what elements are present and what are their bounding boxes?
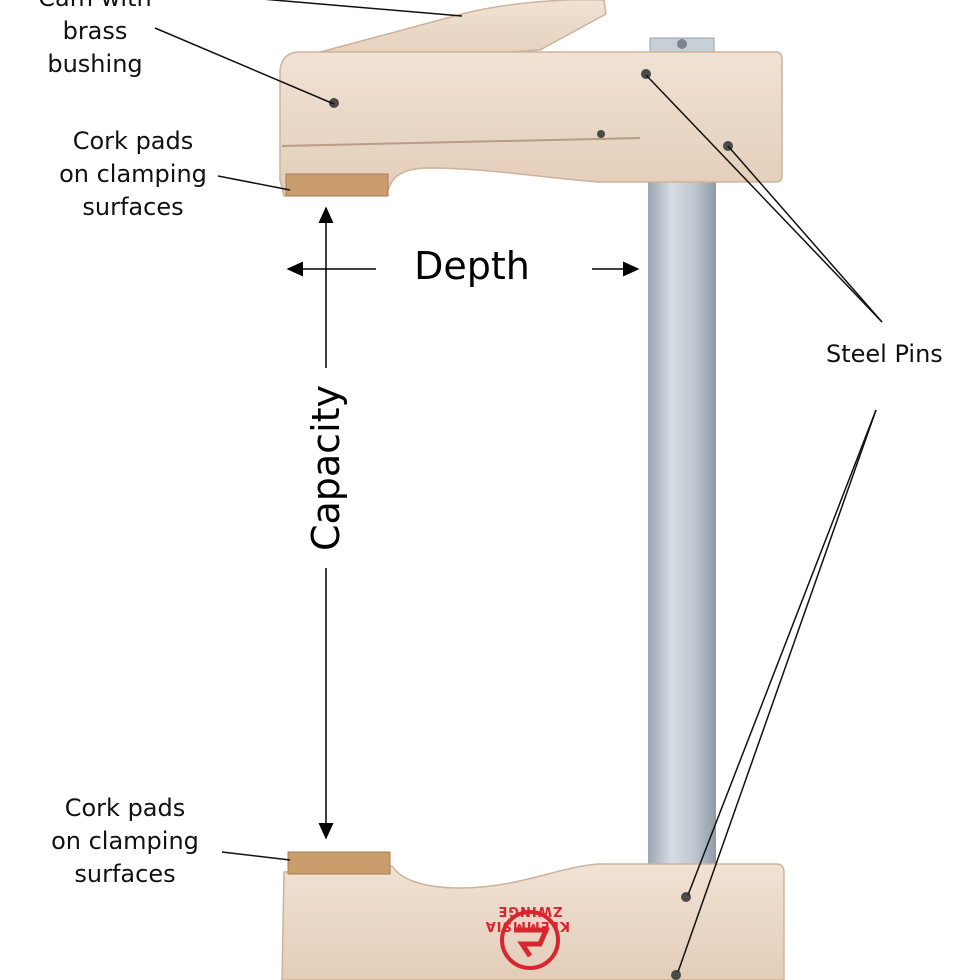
label-cork-top-line-2: on clamping	[59, 160, 207, 188]
leader-cork-bottom	[221, 851, 291, 861]
logo-mark-icon	[514, 927, 550, 958]
logo-brand-text: KLEMMSIA ZWINGE	[484, 903, 570, 933]
cork-pad-top	[285, 173, 389, 197]
logo-emblem	[500, 910, 560, 970]
label-cork-top-line-3: surfaces	[82, 193, 184, 221]
cork-pad-bottom	[287, 851, 391, 875]
label-cam-line-2: brass	[62, 17, 128, 45]
cam-lever	[296, 0, 607, 67]
leader-steel-1	[645, 74, 883, 323]
label-cork-top-line-1: Cork pads	[72, 127, 194, 155]
leader-steel-4	[677, 409, 877, 973]
leader-cam	[264, 0, 463, 17]
pin-lower-1	[681, 892, 691, 902]
label-cork-pads-top: Cork pads on clamping surfaces	[48, 125, 218, 224]
label-cork-bottom-line-2: on clamping	[51, 827, 199, 855]
label-cork-pads-bottom: Cork pads on clamping surfaces	[40, 792, 210, 891]
upper-jaw	[279, 51, 783, 197]
steel-bar-top-knob	[677, 39, 687, 49]
leader-cork-top	[217, 175, 291, 191]
label-cam-bushing: Cam with brass bushing	[20, 0, 170, 81]
leader-steel-3	[687, 409, 877, 896]
pin-upper-2	[641, 69, 651, 79]
leader-bushing	[154, 27, 335, 105]
pin-upper-1	[329, 98, 339, 108]
label-cork-bottom-line-1: Cork pads	[64, 794, 186, 822]
label-cam-line-1: Cam with	[20, 0, 170, 15]
upper-jaw-seam	[281, 137, 641, 147]
pin-lower-2	[671, 970, 681, 980]
leader-steel-2	[727, 145, 883, 323]
dimension-depth: Depth	[414, 244, 530, 288]
label-steel-pins: Steel Pins	[826, 340, 943, 368]
label-cam-line-3: bushing	[47, 50, 143, 78]
pin-upper-4	[597, 130, 605, 138]
lower-jaw	[281, 863, 785, 980]
steel-bar	[648, 170, 716, 870]
dimension-capacity: Capacity	[304, 384, 348, 552]
label-cork-bottom-line-3: surfaces	[74, 860, 176, 888]
